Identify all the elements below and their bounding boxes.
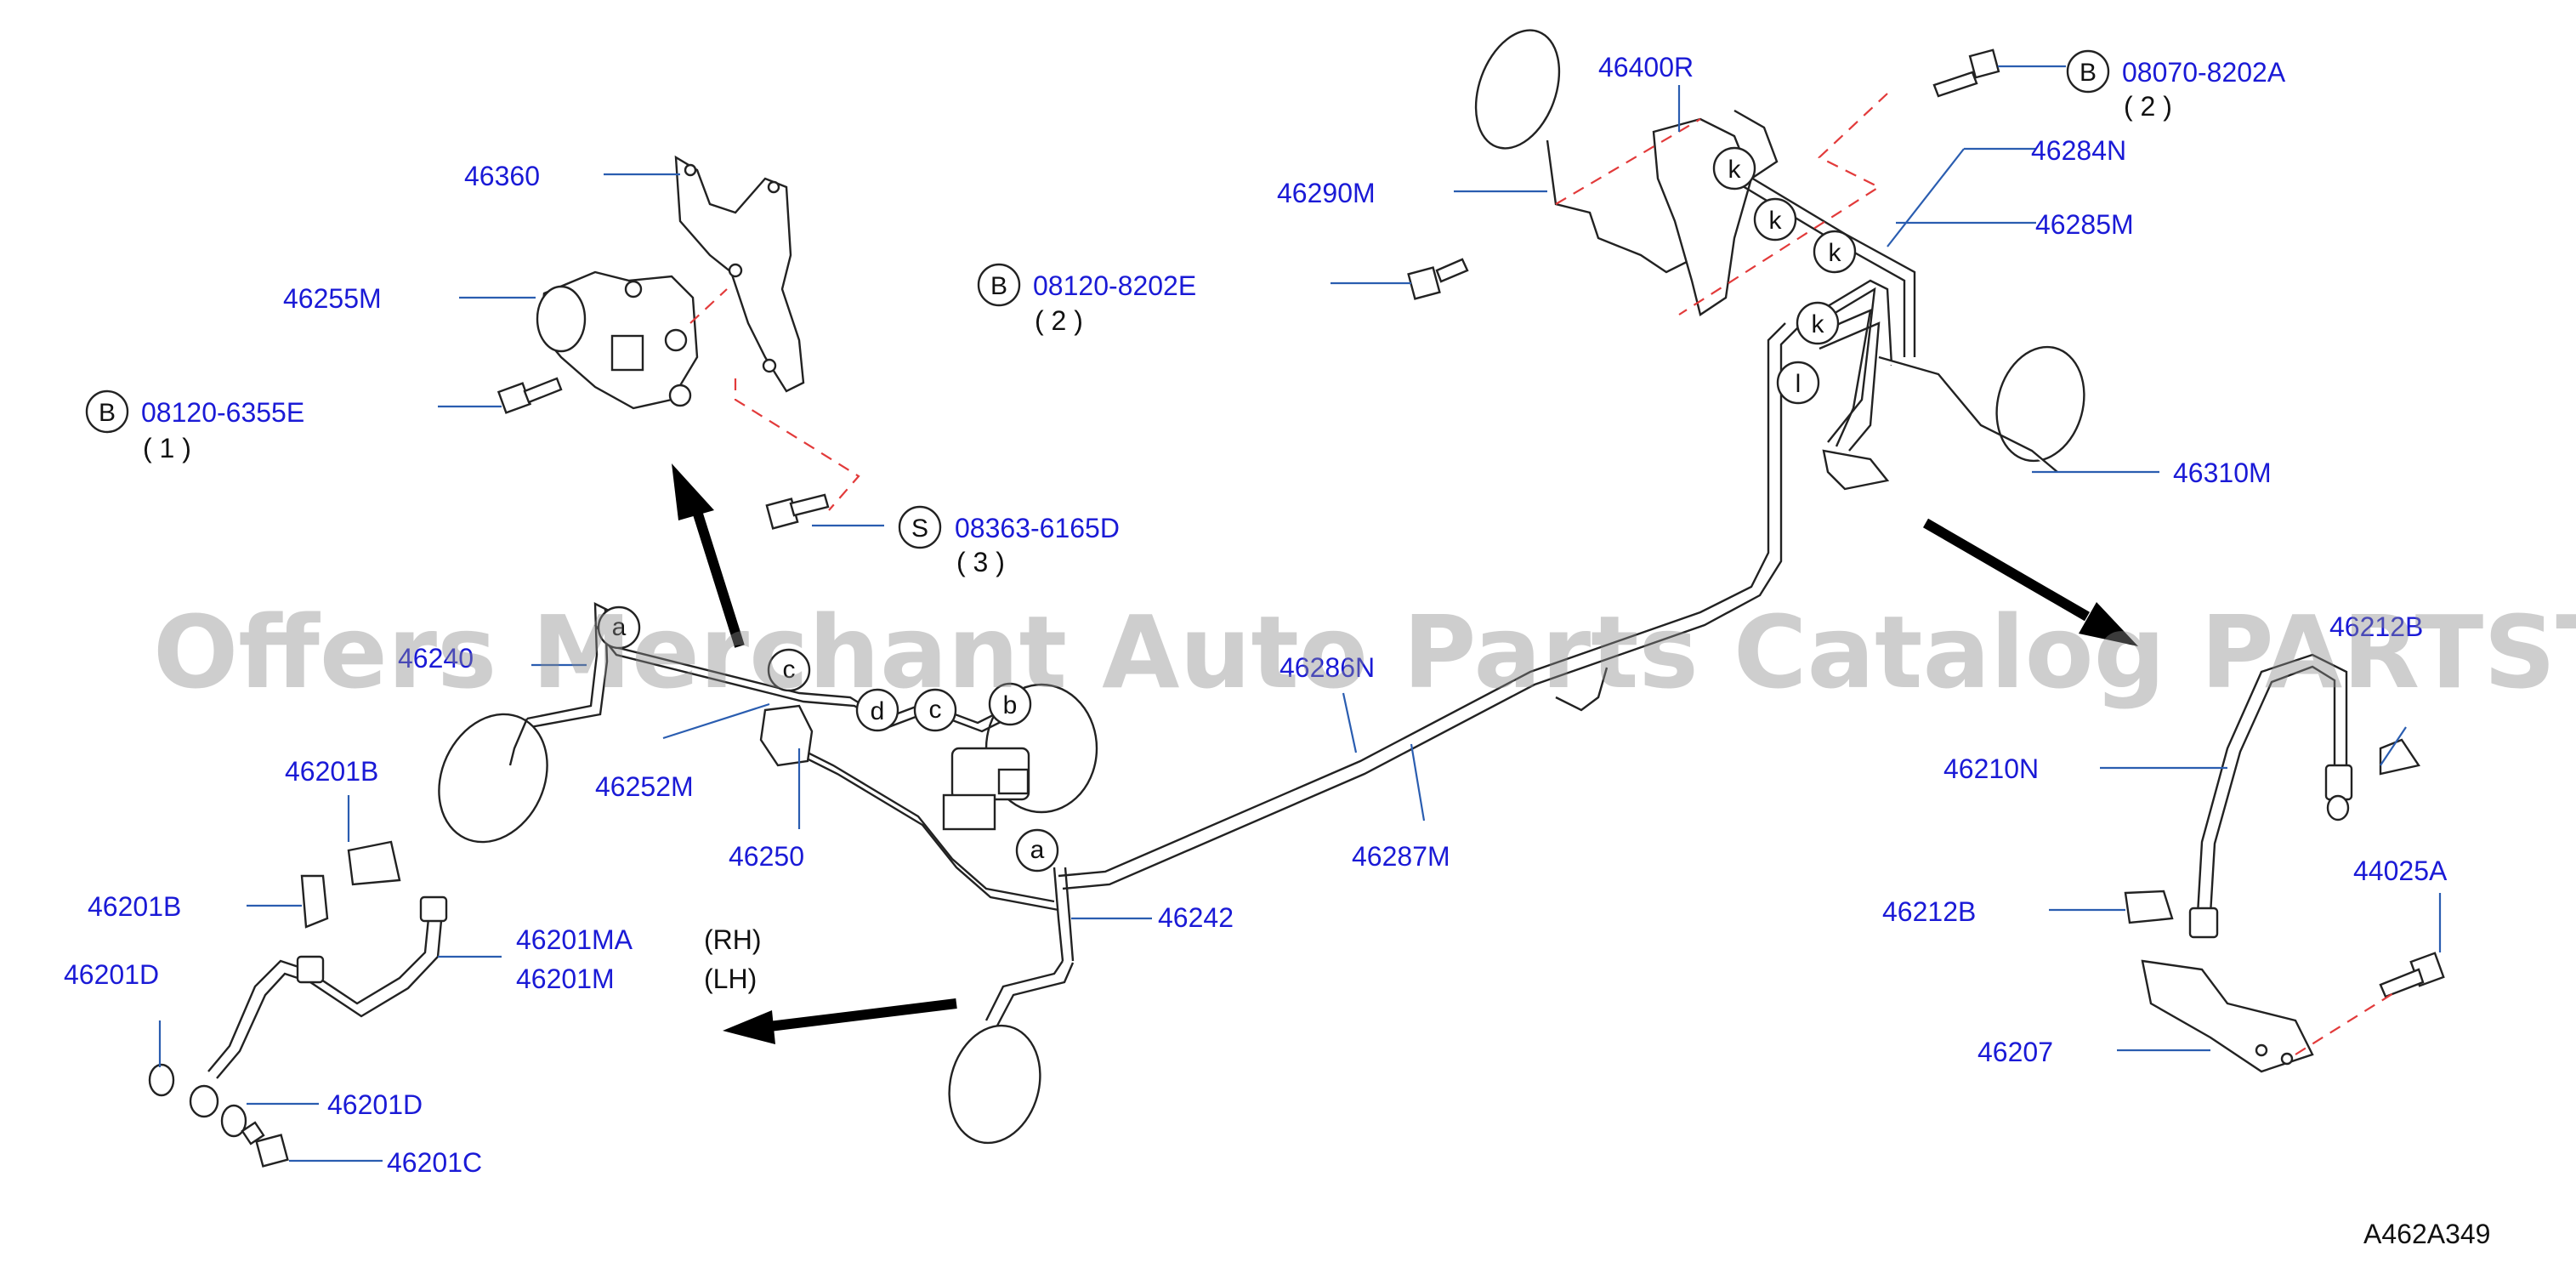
screw-icon bbox=[765, 493, 830, 530]
marker-a-circle: a bbox=[597, 605, 641, 650]
marker-k-circle: k bbox=[1712, 146, 1756, 190]
label-46212B-lower: 46212B bbox=[1882, 896, 1976, 927]
marker-c-circle: c bbox=[913, 688, 957, 732]
bolt-icon bbox=[1932, 48, 2000, 98]
rear-junction-area bbox=[1407, 29, 2085, 491]
label-46285M: 46285M bbox=[2035, 209, 2134, 240]
marker-b-circle: B bbox=[85, 389, 129, 434]
svg-text:c: c bbox=[783, 656, 796, 684]
svg-text:a: a bbox=[612, 613, 627, 641]
marker-k-circle: k bbox=[1813, 230, 1857, 274]
diagram-code: A462A349 bbox=[2363, 1219, 2490, 1249]
label-46400R: 46400R bbox=[1598, 52, 1694, 82]
label-44025A: 44025A bbox=[2353, 856, 2448, 886]
label-46240: 46240 bbox=[398, 643, 474, 674]
label-46210N: 46210N bbox=[1943, 753, 2039, 784]
svg-text:k: k bbox=[1812, 310, 1825, 338]
front-right-hose-area bbox=[948, 960, 1075, 1145]
bolt-icon bbox=[241, 1121, 289, 1168]
label-46250: 46250 bbox=[729, 841, 804, 872]
label-46201MA: 46201MA bbox=[516, 924, 633, 955]
bolt-icon bbox=[1407, 258, 1469, 300]
marker-s-circle: S bbox=[898, 505, 942, 549]
qty-08120-6355E: ( 1 ) bbox=[143, 433, 191, 463]
label-rh: (RH) bbox=[704, 924, 762, 955]
label-08070-8202A: 08070-8202A bbox=[2122, 57, 2286, 88]
label-46201B-left: 46201B bbox=[88, 891, 181, 922]
label-46201M: 46201M bbox=[516, 964, 615, 994]
svg-text:B: B bbox=[99, 399, 116, 427]
marker-b-circle: B bbox=[977, 263, 1021, 307]
circled-markers: B B S B a c d c bbox=[85, 49, 2110, 873]
label-46242: 46242 bbox=[1158, 902, 1234, 933]
label-46284N: 46284N bbox=[2031, 135, 2126, 166]
label-08363-6165D: 08363-6165D bbox=[955, 513, 1120, 543]
label-46212B-top: 46212B bbox=[2329, 611, 2423, 642]
front-left-hose-area bbox=[438, 713, 548, 844]
direction-arrows bbox=[672, 463, 2138, 1044]
marker-b-circle: B bbox=[2066, 49, 2110, 94]
label-46360: 46360 bbox=[464, 161, 540, 191]
marker-b-circle: b bbox=[988, 682, 1032, 726]
label-46201D-left: 46201D bbox=[64, 959, 159, 990]
svg-text:d: d bbox=[871, 697, 885, 725]
label-46286N: 46286N bbox=[1279, 652, 1375, 683]
label-lh: (LH) bbox=[704, 964, 757, 994]
marker-k-circle: k bbox=[1796, 301, 1840, 345]
svg-text:B: B bbox=[2080, 59, 2097, 87]
part-labels: 46360 46255M 08120-6355E ( 1 ) 08120-820… bbox=[64, 52, 2448, 1178]
marker-d-circle: d bbox=[855, 688, 899, 732]
front-hose-parts bbox=[148, 840, 448, 1168]
svg-text:k: k bbox=[1829, 239, 1842, 267]
watermark-text: Offers Merchant Auto Parts Catalog PARTS… bbox=[153, 594, 2576, 711]
label-46201B-top: 46201B bbox=[285, 756, 378, 787]
label-46255M: 46255M bbox=[283, 283, 382, 314]
svg-text:B: B bbox=[990, 272, 1007, 300]
svg-text:l: l bbox=[1796, 370, 1801, 398]
label-46252M: 46252M bbox=[595, 771, 694, 802]
leader-lines bbox=[158, 65, 2442, 1163]
marker-l-circle: l bbox=[1776, 361, 1820, 405]
label-46310M: 46310M bbox=[2173, 458, 2272, 488]
bolt-icon bbox=[2379, 952, 2445, 998]
qty-08070-8202A: ( 2 ) bbox=[2124, 91, 2172, 122]
qty-08363-6165D: ( 3 ) bbox=[956, 547, 1005, 577]
bolt-icon bbox=[496, 377, 563, 414]
svg-text:k: k bbox=[1769, 207, 1783, 235]
svg-text:b: b bbox=[1003, 691, 1018, 719]
label-46290M: 46290M bbox=[1277, 178, 1376, 208]
svg-text:k: k bbox=[1728, 156, 1742, 184]
label-46201D-bottom: 46201D bbox=[327, 1089, 423, 1120]
brake-valve-assembly bbox=[496, 155, 860, 530]
label-46207: 46207 bbox=[1977, 1037, 2053, 1067]
qty-08120-8202E: ( 2 ) bbox=[1035, 305, 1083, 336]
marker-k-circle: k bbox=[1753, 197, 1797, 242]
rear-hose-parts bbox=[2124, 653, 2445, 1073]
svg-text:c: c bbox=[929, 696, 942, 724]
label-46287M: 46287M bbox=[1352, 841, 1450, 872]
marker-c-circle: c bbox=[767, 648, 811, 692]
label-08120-6355E: 08120-6355E bbox=[141, 397, 304, 428]
label-46201C: 46201C bbox=[387, 1147, 482, 1178]
label-08120-8202E: 08120-8202E bbox=[1033, 270, 1196, 301]
svg-text:S: S bbox=[911, 514, 928, 543]
svg-text:a: a bbox=[1030, 836, 1045, 864]
marker-a-circle: a bbox=[1015, 828, 1059, 873]
